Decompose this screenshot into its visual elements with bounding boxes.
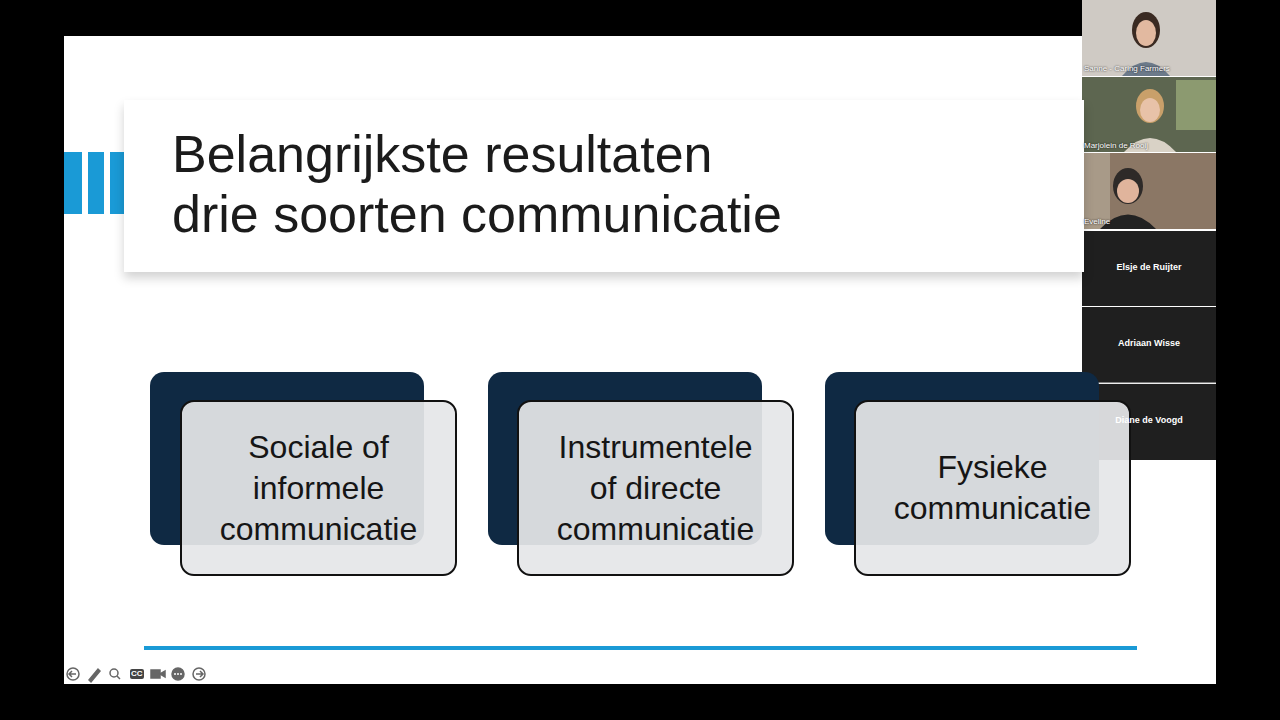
participant-name: Adriaan Wisse — [1082, 338, 1216, 349]
caption-button: CC — [130, 669, 144, 679]
person — [1136, 89, 1164, 123]
participant-name: Marjolein de Rooij — [1084, 141, 1148, 151]
accent-bar — [64, 152, 82, 214]
accent-bar — [88, 152, 104, 214]
video-tile — [1082, 77, 1216, 152]
participant-name: Sanne - Caring Farmers — [1084, 64, 1170, 74]
video-tile — [1082, 0, 1216, 76]
person — [1132, 12, 1160, 48]
participant-name: Diane de Voogd — [1082, 415, 1216, 426]
box-label: Sociale of informele communicatie — [209, 427, 429, 550]
accent-bar — [110, 152, 124, 214]
participant-name: Eveline — [1084, 217, 1110, 227]
toolbar — [67, 668, 205, 682]
video-tile — [1082, 153, 1216, 229]
wall — [1082, 153, 1110, 229]
person — [1140, 98, 1160, 122]
box-label: Instrumentele of directe communicatie — [546, 427, 766, 550]
video-tile — [1082, 231, 1216, 306]
person — [1113, 168, 1143, 204]
separator — [1098, 383, 1216, 384]
category-box: Fysieke communicatie — [854, 400, 1131, 576]
category-box: Instrumentele of directe communicatie — [517, 400, 794, 576]
participant-name: Elsje de Ruijter — [1082, 262, 1216, 273]
window — [1176, 80, 1216, 130]
box-label: Fysieke communicatie — [883, 447, 1103, 529]
person — [1136, 20, 1156, 46]
slide-title: Belangrijkste resultaten drie soorten co… — [172, 124, 797, 244]
person — [1117, 179, 1139, 203]
video-tile — [1082, 307, 1216, 383]
toolbar-dots — [174, 673, 182, 675]
footer-line — [144, 646, 1137, 650]
category-box: Sociale of informele communicatie — [180, 400, 457, 576]
